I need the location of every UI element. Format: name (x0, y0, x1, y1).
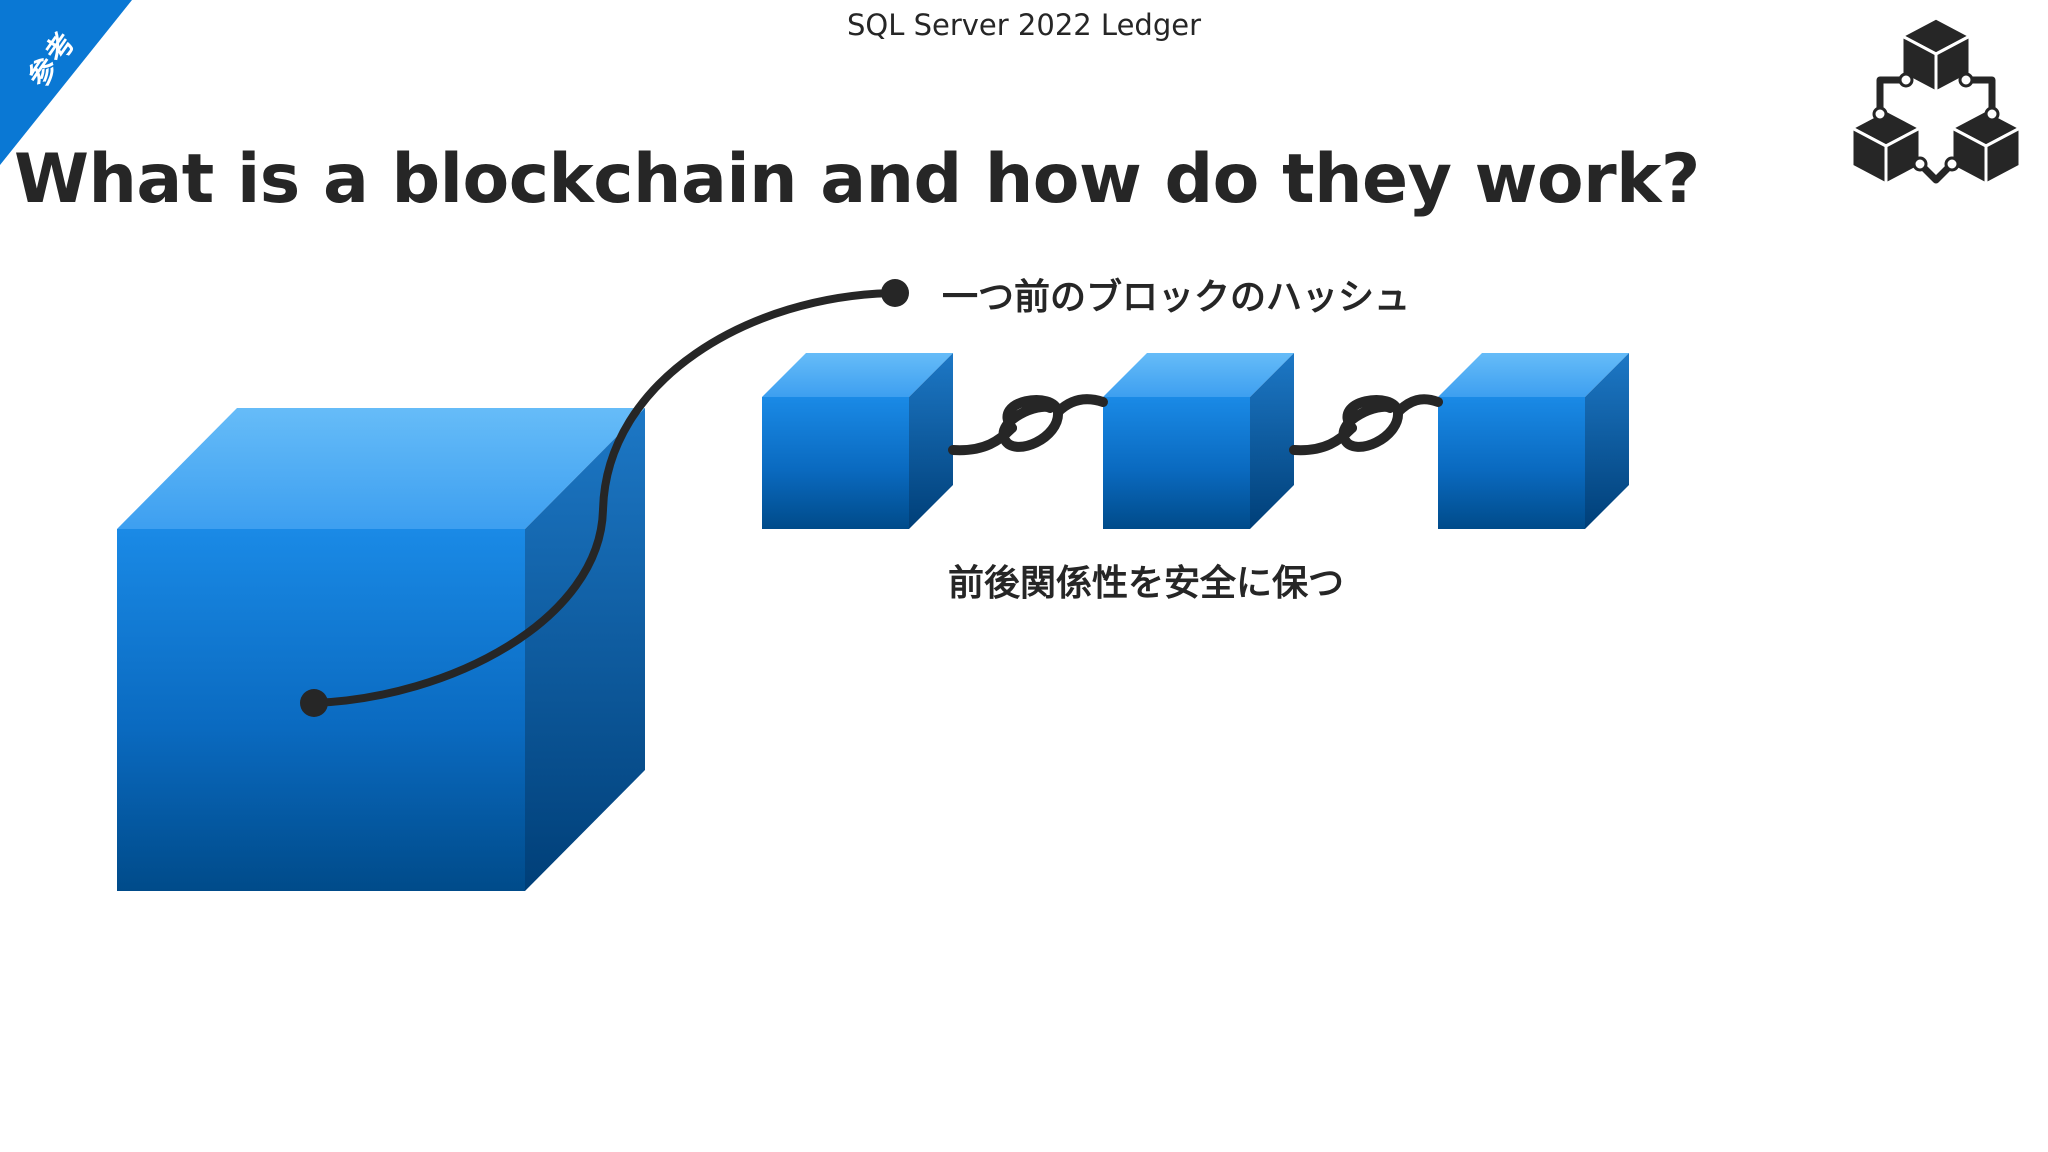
large-block (117, 408, 645, 891)
chain-block-1 (762, 353, 953, 529)
corner-ribbon (0, 0, 132, 165)
blockchain-cubes-icon (1850, 16, 2022, 186)
chain-knot-icon (1289, 394, 1443, 456)
chain-knot-icon (948, 394, 1108, 456)
hash-pointer (300, 279, 909, 717)
chain-block-3 (1438, 353, 1629, 529)
chain-block-2 (1103, 353, 1294, 529)
order-integrity-label: 前後関係性を安全に保つ (948, 563, 1345, 604)
previous-block-hash-label: 一つ前のブロックのハッシュ (942, 277, 1411, 318)
header-title: SQL Server 2022 Ledger (846, 8, 1202, 42)
page-title: What is a blockchain and how do they wor… (14, 140, 1700, 219)
